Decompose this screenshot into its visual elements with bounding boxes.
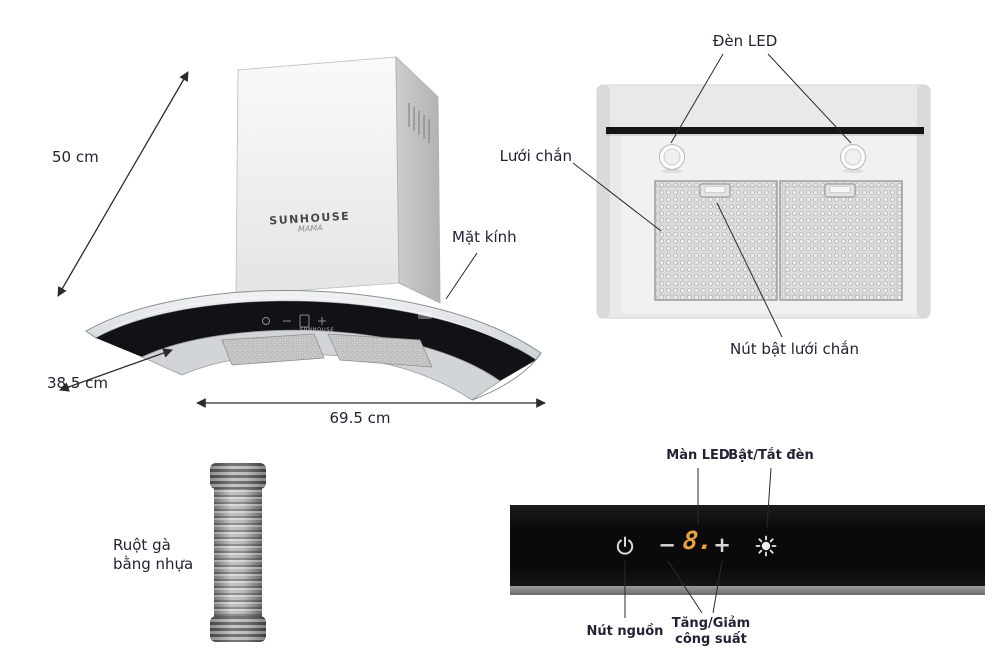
band-brand-print: SUNHOUSE — [299, 326, 335, 334]
filter-button-callout-label: Nút bật lưới chắn — [730, 340, 859, 358]
body-inner — [622, 136, 916, 314]
duct-callout-label: Ruột gà bằng nhựa — [113, 536, 193, 574]
top-dark-bar — [606, 127, 924, 134]
body-right-edge — [917, 85, 930, 318]
bottom-view-body — [596, 84, 931, 319]
power-adjust-line1: Tăng/Giảm — [671, 616, 751, 631]
filter-release-clip-right — [824, 183, 856, 198]
glass-right-edge — [471, 352, 542, 401]
light-toggle-label: Bật/Tắt đèn — [728, 448, 814, 463]
duct-coupling-bottom — [210, 616, 266, 642]
glass-top-edge — [85, 290, 542, 361]
band-control-glyphs — [262, 312, 432, 328]
duct-label-line2: bằng nhựa — [113, 554, 194, 573]
power-adjust-label: Tăng/Giảm công suất — [666, 616, 756, 649]
led-display: 8. — [681, 526, 715, 555]
led-lamp-left — [659, 144, 685, 174]
panel-bottom-trim — [510, 586, 985, 595]
chimney-side — [395, 55, 441, 304]
led-callout-label: Đèn LED — [712, 32, 778, 50]
width-dimension-label: 69.5 cm — [329, 409, 391, 427]
underside-filter-right — [327, 333, 433, 368]
duct-label-line1: Ruột gà — [113, 536, 171, 554]
chimney-front — [235, 56, 400, 296]
grease-filter-right — [779, 180, 903, 301]
filter-callout-label: Lưới chắn — [499, 147, 572, 165]
hood-brand-logo: SUNHOUSE MAMA — [257, 209, 362, 236]
glass-leader-line — [445, 252, 478, 300]
height-dimension-label: 50 cm — [52, 148, 99, 166]
grease-filter-left — [654, 180, 778, 301]
height-arrow — [57, 71, 189, 297]
plus-icon: + — [713, 533, 731, 557]
vent-slots — [408, 103, 430, 143]
minus-icon: − — [658, 533, 676, 557]
flexible-duct — [214, 474, 262, 632]
power-adjust-line2: công suất — [675, 632, 747, 648]
power-icon — [616, 536, 634, 555]
glass-callout-label: Mặt kính — [452, 228, 517, 246]
underside-filter-left — [221, 333, 325, 366]
bar-shadow — [606, 134, 924, 136]
control-panel: − 8. + — [510, 505, 985, 586]
glass-black-band — [96, 301, 536, 381]
hood-underside — [141, 329, 501, 401]
power-button-label: Nút nguồn — [586, 624, 664, 639]
glass-highlight — [111, 296, 517, 349]
duct-coupling-top — [210, 463, 266, 489]
light-icon — [755, 535, 777, 557]
led-lamp-right — [840, 144, 866, 174]
led-display-label: Màn LED — [666, 448, 730, 463]
bottom-view-leader-lines — [572, 53, 852, 338]
body-left-edge — [597, 85, 610, 318]
depth-dimension-label: 38.5 cm — [47, 374, 109, 392]
hood-bottom-view — [572, 53, 931, 338]
filter-release-clip-left — [699, 183, 731, 198]
